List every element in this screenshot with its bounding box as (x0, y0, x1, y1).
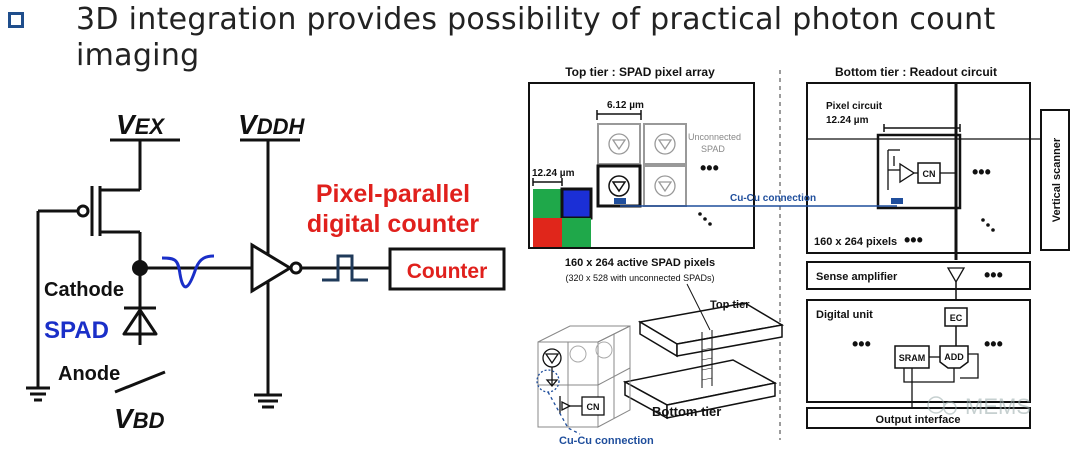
vbd-label: VBD (114, 403, 165, 434)
vertical-scanner-box (1040, 109, 1070, 251)
pixel-cube-detail (542, 348, 582, 414)
stack-top-tier-label: Top tier (710, 299, 750, 311)
digital-more-dots-left: ••• (852, 334, 871, 354)
dim-large-arrow (532, 178, 563, 186)
top-caption-1: 160 x 264 active SPAD pixels (565, 257, 715, 269)
bottom-diag-dots (981, 218, 995, 232)
watermark: MEMS (927, 394, 1031, 419)
sram-label: SRAM (899, 353, 926, 363)
spad-pixel-circuit (26, 138, 506, 409)
digital-more-dots-right: ••• (984, 334, 1003, 354)
bottom-more-dots: ••• (972, 162, 991, 182)
cube-cn-label: CN (587, 402, 600, 412)
add-box (939, 345, 969, 369)
top-more-dots: ••• (700, 158, 719, 178)
vertical-scanner-label: Vertical scanner (1051, 137, 1063, 222)
cu-pad-top (614, 198, 626, 204)
vex-label: VEX (116, 109, 165, 140)
digital-unit-label: Digital unit (816, 309, 873, 321)
dim-small-label: 6.12 µm (607, 100, 644, 111)
sense-more-dots: ••• (984, 265, 1003, 285)
pixel-circuit-box (876, 133, 962, 210)
unconnected-label-2: SPAD (701, 144, 725, 154)
bottom-tier-header: Bottom tier : Readout circuit (835, 65, 997, 79)
add-label: ADD (944, 352, 964, 362)
top-caption-2: (320 x 528 with unconnected SPADs) (566, 273, 715, 283)
slide-title: 3D integration provides possibility of p… (0, 0, 1080, 80)
title-line-1: 3D integration provides possibility of p… (76, 2, 996, 37)
cu-cu-pointer (547, 391, 581, 435)
spad-label: SPAD (44, 317, 109, 344)
title-line-2: imaging (76, 38, 200, 73)
sense-amplifier-label: Sense amplifier (816, 271, 898, 283)
ec-label: EC (950, 313, 963, 323)
bottom-more-dots-2: ••• (904, 230, 923, 250)
cu-pad-bottom (891, 198, 903, 204)
stack-bottom-tier-label: Bottom tier (652, 404, 721, 419)
bottom-cn-label: CN (923, 169, 936, 179)
cu-cu-bottom-label: Cu-Cu connection (559, 435, 654, 447)
bottom-dim-arrow (883, 124, 961, 132)
stacked-3d-illustration (622, 283, 785, 420)
unconnected-label-1: Unconnected (688, 132, 741, 142)
callout-line-2: digital counter (307, 210, 480, 238)
digital-unit-wires (903, 353, 979, 410)
spad-cell-grid (596, 123, 687, 208)
digital-pulse-waveform (322, 254, 368, 282)
analog-pulse-waveform (161, 254, 215, 289)
bullet-square-icon (8, 12, 24, 28)
bottom-dim-label: 12.24 µm (826, 115, 869, 126)
cube-cn-box (581, 396, 605, 416)
top-diag-dots (698, 212, 712, 226)
vddh-label: VDDH (238, 109, 305, 140)
watermark-text: MEMS (965, 394, 1031, 419)
counter-label: Counter (407, 260, 488, 283)
sense-amplifier-box (806, 261, 1031, 290)
pixels-label: 160 x 264 pixels (814, 236, 897, 248)
callout-line-1: Pixel-parallel (316, 180, 470, 208)
anode-label: Anode (58, 363, 120, 385)
cu-cu-label: Cu-Cu connection (730, 193, 816, 204)
output-interface-box (806, 407, 1031, 429)
sense-amp-triangle (946, 267, 966, 284)
cathode-label: Cathode (44, 279, 124, 301)
top-tier-header: Top tier : SPAD pixel array (565, 65, 715, 79)
dim-large-label: 12.24 µm (532, 168, 575, 179)
pixel-circuit-schematic (887, 149, 918, 190)
output-interface-label: Output interface (876, 414, 961, 426)
color-filter-mosaic (533, 187, 593, 247)
pixel-circuit-label: Pixel circuit (826, 101, 883, 112)
cathode-node (132, 260, 148, 276)
dim-small-arrow (596, 110, 642, 120)
